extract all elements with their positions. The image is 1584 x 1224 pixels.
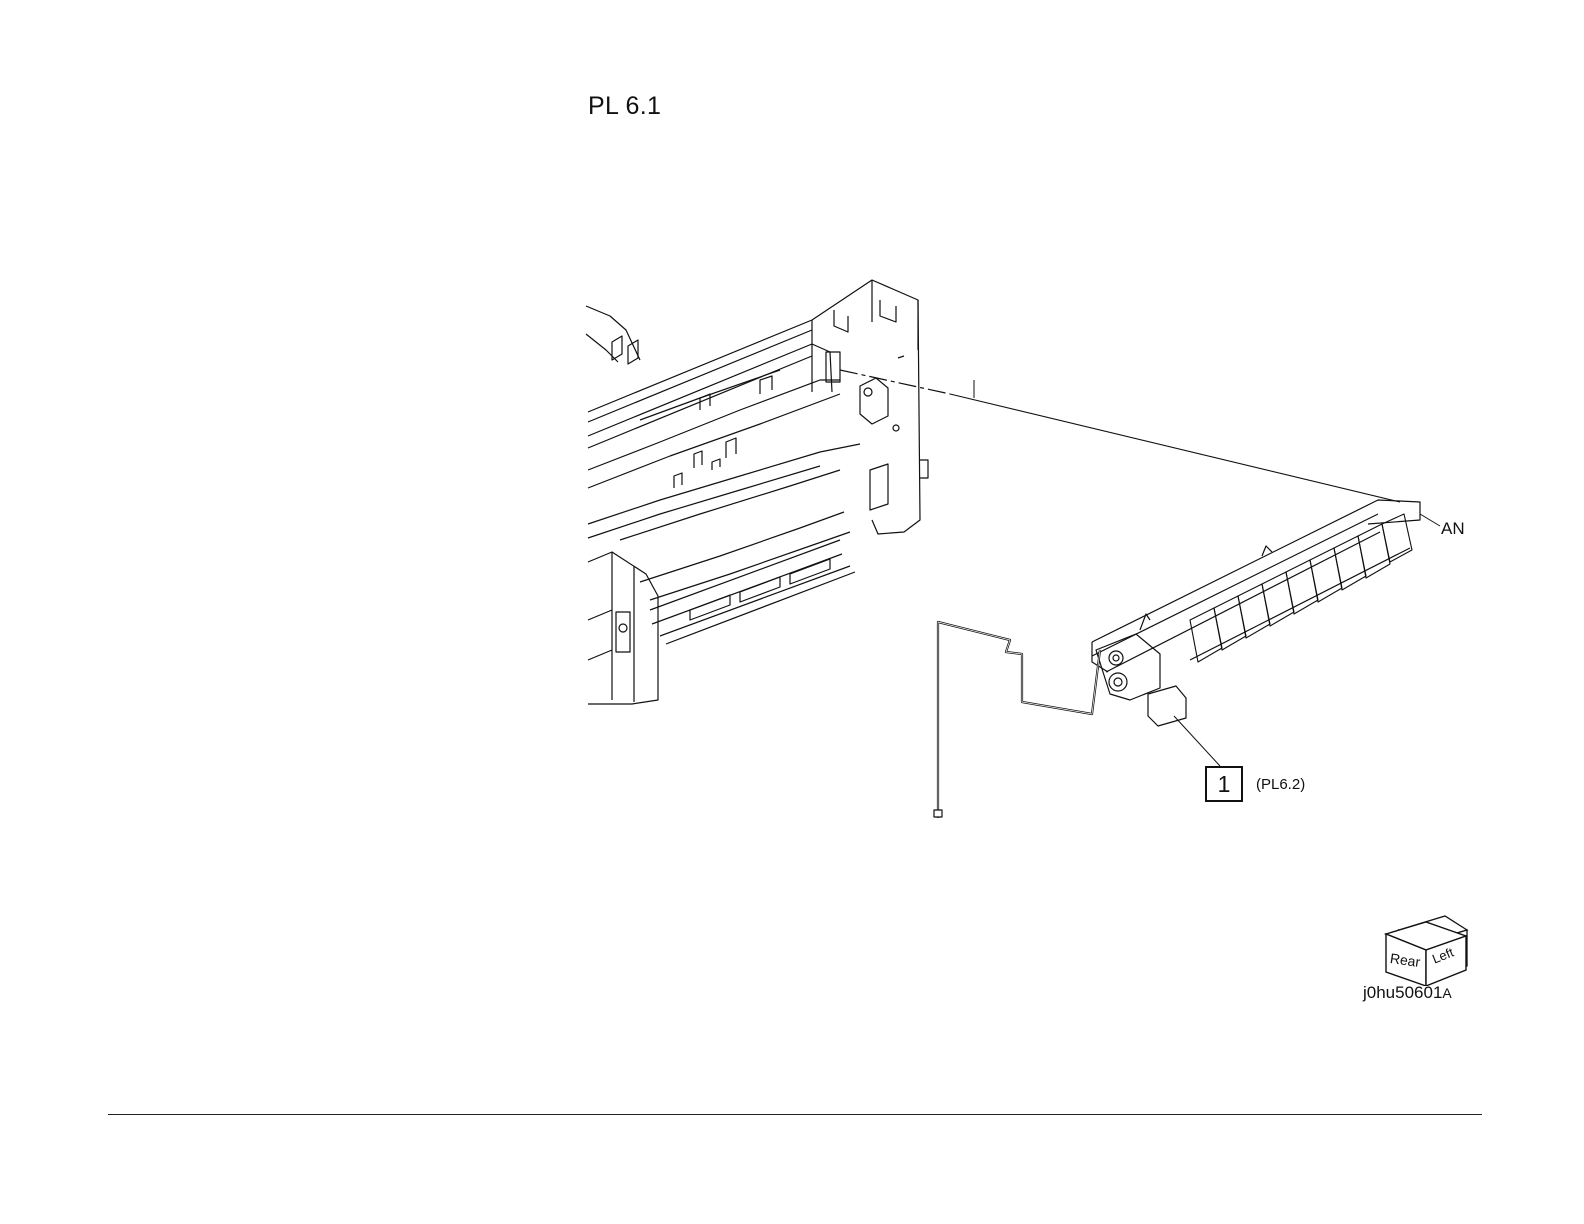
orientation-indicator: Rear Left	[1384, 916, 1474, 986]
connector-label-an: AN	[1441, 519, 1465, 539]
assembly-guide-line	[840, 370, 950, 394]
figure-id: j0hu50601A	[1363, 983, 1452, 1003]
harness-cable	[938, 622, 1100, 818]
callout-number: 1	[1218, 771, 1231, 798]
callout-leader	[1174, 716, 1220, 766]
figure-id-suffix: A	[1442, 985, 1451, 1001]
callout-reference: (PL6.2)	[1256, 776, 1305, 793]
figure-id-main: j0hu50601	[1363, 983, 1442, 1002]
printer-frame-illustration	[586, 280, 928, 704]
footer-divider	[108, 1114, 1482, 1115]
exit-assembly-illustration	[1092, 500, 1420, 726]
callout-number-box: 1	[1205, 766, 1243, 802]
